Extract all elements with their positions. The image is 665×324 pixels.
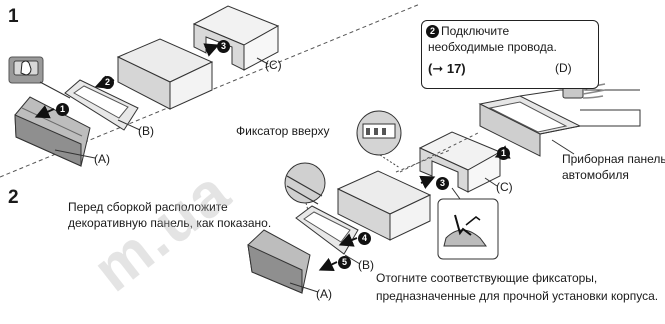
assemble-note-line-1: Перед сборкой расположите [68,200,228,214]
step-badge-5: 5 [338,256,351,269]
part-b-label: (B) [358,258,374,272]
step-1-number: 1 [8,6,19,27]
release-button-icon [8,56,71,99]
step-badge-1: 1 [497,147,510,160]
step-badge-2: 2 [101,76,114,89]
part-a-label: (A) [94,152,110,166]
bend-note-line-1: Отогните соответствующие фиксаторы, [376,271,598,285]
part-b-label: (B) [138,124,154,138]
part-c-label: (C) [496,180,513,194]
main-unit-step2 [336,170,432,241]
dashboard-label-line-2: автомобиля [562,168,629,182]
faceplate-a-step1 [14,96,91,167]
trim-plate-b-step1 [64,79,139,131]
bend-tab-inset [437,198,499,260]
dashboard-label-line-1: Приборная панель [562,152,665,166]
step-badge-2: 2 [426,25,439,38]
part-a-label: (A) [316,287,332,301]
callout-page-ref: (➞ 17) [428,61,466,76]
connect-wires-callout [421,20,599,89]
dashboard-opening [478,89,641,157]
assemble-note-line-2: декоративную панель, как показано. [68,216,272,230]
latch-up-label: Фиксатор вверху [236,124,330,138]
mounting-sleeve-c-step1 [192,5,280,71]
main-unit-step1 [116,38,214,110]
step-badge-3: 3 [217,40,230,53]
bend-note-line-2: предназначенные для прочной установки ко… [376,289,659,303]
step-badge-1: 1 [56,103,69,116]
mounting-sleeve-c-step2 [418,131,502,193]
sleeve-magnifier [356,110,402,169]
part-c-label: (C) [265,58,282,72]
callout-line-2: необходимые провода. [428,40,557,54]
part-d-label: (D) [555,61,572,75]
step-badge-3: 3 [436,177,449,190]
step-2-number: 2 [8,187,19,208]
wire-connector-d [562,83,606,99]
latch-magnifier [284,162,326,219]
step-badge-4: 4 [358,232,371,245]
faceplate-a-step2 [247,229,311,294]
